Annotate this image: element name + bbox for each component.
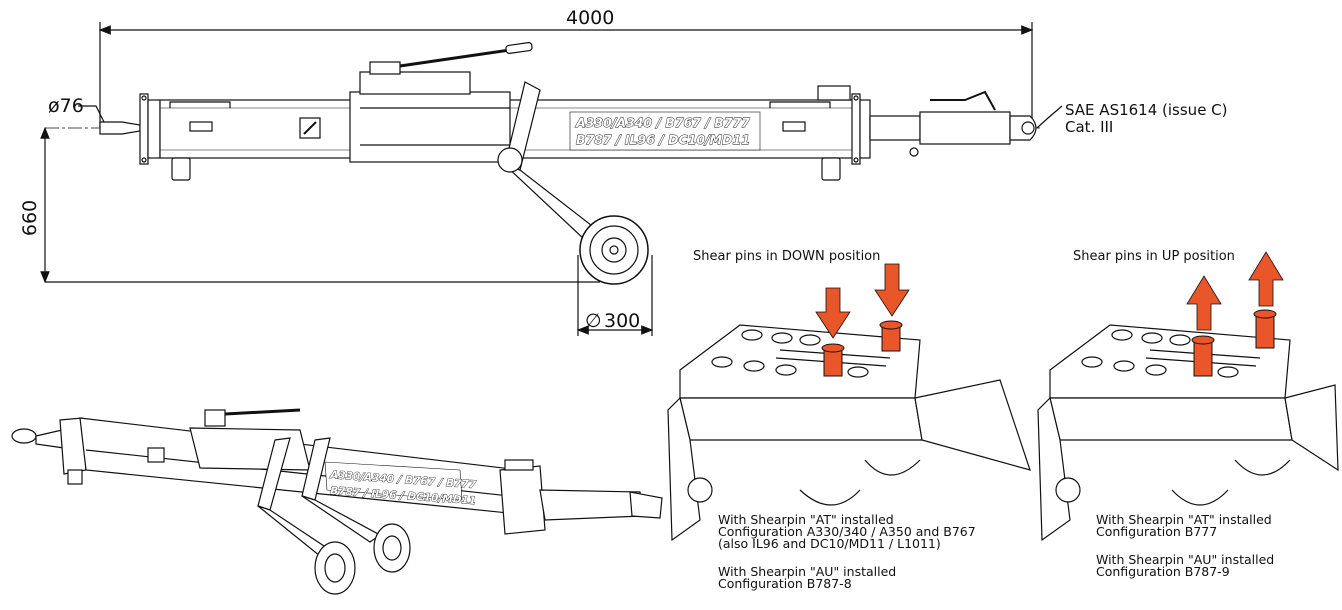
coupling-standard-label: SAE AS1614 (issue C): [1065, 101, 1228, 119]
wheel-diameter-symbol: ∅: [585, 310, 602, 332]
up-note-5: Configuration B787-9: [1096, 564, 1230, 579]
shear-pin-down-1: [821, 343, 845, 377]
shear-pin-up-2: [1253, 309, 1277, 349]
coupling-category-label: Cat. III: [1065, 118, 1113, 136]
down-arrow-1: [815, 287, 851, 339]
down-note-1: With Shearpin "AT" installed: [718, 512, 894, 527]
stencil-line-1: A330/A340 / B767 / B777: [575, 115, 750, 130]
down-note-2: Configuration A330/340 / A350 and B767: [718, 524, 976, 539]
up-arrow-1: [1186, 275, 1222, 331]
down-arrow-2: [874, 263, 910, 317]
wheel-diameter-dimension: 300: [604, 310, 640, 332]
shear-pin-up-1: [1191, 335, 1215, 377]
down-note-3: (also IL96 and DC10/MD11 / L1011): [718, 536, 941, 551]
isometric-view: [11, 408, 663, 595]
down-note-6: Configuration B787-8: [718, 576, 852, 591]
detail-up-drawing: [1037, 324, 1339, 542]
shear-pin-down-2: [879, 320, 903, 352]
side-view: [40, 22, 1063, 336]
detail-down-title: Shear pins in DOWN position: [693, 249, 880, 264]
detail-down-drawing: [667, 324, 1031, 542]
eye-diameter-dimension: ø76: [48, 95, 84, 117]
up-note-1: With Shearpin "AT" installed: [1096, 512, 1272, 527]
detail-up-title: Shear pins in UP position: [1073, 249, 1235, 264]
up-arrow-2: [1248, 251, 1284, 307]
length-dimension: 4000: [566, 7, 614, 29]
down-note-5: With Shearpin "AU" installed: [718, 564, 896, 579]
up-note-4: With Shearpin "AU" installed: [1096, 552, 1274, 567]
height-dimension: 660: [19, 200, 41, 236]
up-note-2: Configuration B777: [1096, 524, 1217, 539]
stencil-line-2: B787 / IL96 / DC10/MD11: [576, 132, 750, 147]
